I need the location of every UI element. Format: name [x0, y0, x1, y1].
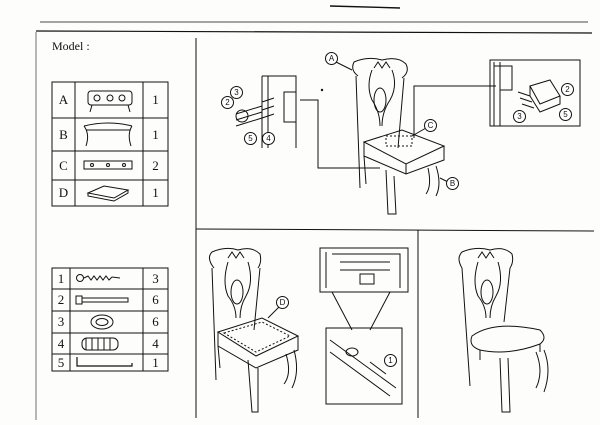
- right-bracket-detail: [489, 59, 581, 127]
- screw-fixing-detail: [319, 247, 409, 405]
- part-b-letter: B: [59, 126, 68, 142]
- hardware-1-number: 1: [57, 270, 65, 286]
- bolt-icon: [75, 295, 129, 305]
- chair-with-seat-view: [208, 247, 300, 413]
- washer-icon: [90, 314, 114, 330]
- part-d-qty: 1: [152, 185, 159, 200]
- callout-bottom-1: 1: [384, 354, 397, 367]
- seat-cushion-icon: [86, 185, 130, 202]
- part-b-qty: 1: [152, 126, 159, 142]
- callout-left-3: 3: [230, 86, 243, 99]
- callout-left-5: 5: [244, 132, 257, 145]
- model-label: Model :: [52, 39, 90, 53]
- spring-washer-icon: [81, 337, 119, 351]
- hardware-1-qty: 3: [152, 270, 159, 286]
- part-a-letter: A: [58, 92, 69, 107]
- callout-left-2: 2: [221, 96, 234, 109]
- hardware-2-qty: 6: [152, 292, 159, 307]
- hardware-5-qty: 1: [152, 354, 159, 370]
- chair-frame-icon: [83, 122, 133, 147]
- wood-screw-icon: [76, 274, 121, 282]
- part-c-qty: 2: [152, 157, 159, 173]
- hardware-3-qty: 6: [152, 314, 159, 329]
- hardware-4-number: 4: [57, 335, 65, 351]
- allen-key-icon: [76, 357, 133, 367]
- hardware-5-number: 5: [57, 354, 65, 370]
- rail-bracket-icon: [83, 160, 133, 170]
- hardware-2-number: 2: [57, 292, 65, 307]
- callout-left-4: 4: [262, 132, 275, 145]
- hardware-4-qty: 4: [152, 335, 159, 351]
- part-d-letter: D: [58, 185, 69, 200]
- callout-c: C: [424, 119, 437, 132]
- callout-d: D: [276, 296, 289, 309]
- callout-right-2: 2: [561, 83, 574, 96]
- assembled-chair-view: [458, 247, 549, 413]
- part-a-qty: 1: [152, 92, 159, 107]
- callout-right-3: 3: [513, 110, 526, 123]
- chair-exploded-view: [300, 57, 496, 215]
- chair-back-icon: [87, 90, 133, 113]
- callout-right-5: 5: [559, 108, 572, 121]
- callout-a: A: [325, 52, 338, 65]
- part-c-letter: C: [59, 157, 68, 173]
- callout-b: B: [446, 177, 459, 190]
- hardware-3-number: 3: [57, 314, 65, 329]
